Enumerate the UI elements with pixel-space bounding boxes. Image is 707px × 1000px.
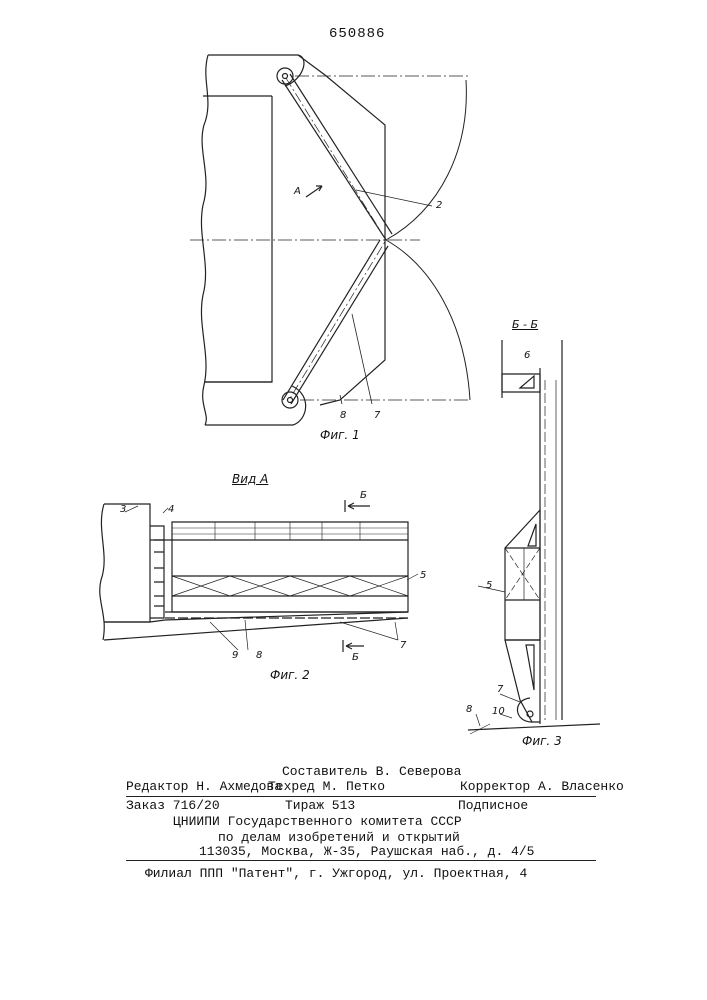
fig1-callout-8: 8 — [340, 410, 346, 421]
colophon-rule-top — [126, 796, 596, 797]
fig2-callout-3: 3 — [120, 504, 126, 515]
fig2-break-line — [100, 504, 104, 640]
order-line: Заказ 716/20 — [126, 798, 220, 813]
techred-line: Техред М. Петко — [268, 779, 385, 794]
fig3-lower-leg — [505, 640, 540, 722]
fig3-callout-8: 8 — [466, 704, 472, 715]
circulation-line: Тираж 513 — [285, 798, 355, 813]
fig2-section-top — [345, 500, 370, 512]
fig2-callout-8: 8 — [256, 650, 262, 661]
branch-line: Филиал ППП "Патент", г. Ужгород, ул. Про… — [145, 866, 527, 881]
drawing-sheet — [0, 0, 707, 760]
fig2-callout-5: 5 — [420, 570, 426, 581]
fig2-truss — [172, 576, 408, 596]
fig1-pivot-bottom — [282, 392, 298, 408]
subscription-line: Подписное — [458, 798, 528, 813]
institute-sub-line: по делам изобретений и открытий — [218, 830, 460, 845]
fig1-inner-frame — [205, 96, 272, 382]
fig1-view-arrow — [306, 186, 322, 197]
fig2-section-bottom — [343, 640, 364, 652]
institute-line: ЦНИИПИ Государственного комитета СССР — [173, 814, 462, 829]
fig2-callout-4: 4 — [168, 504, 174, 515]
fig2-caption: Фиг. 2 — [270, 668, 310, 682]
fig2-outline — [104, 504, 150, 622]
fig3-callout-10: 10 — [492, 706, 505, 717]
fig2-view-title: Вид А — [232, 472, 268, 486]
colophon-rule-bottom — [126, 860, 596, 861]
fig3-callout-6: 6 — [524, 350, 530, 361]
fig3-middle-box — [505, 510, 540, 640]
fig2-callout-7: 7 — [400, 640, 406, 651]
fig1-callout-7: 7 — [374, 410, 380, 421]
fig2-section-bottom-label: Б — [352, 652, 359, 663]
fig3-column — [540, 368, 562, 724]
fig3-caption: Фиг. 3 — [522, 734, 562, 748]
compiler-line: Составитель В. Северова — [282, 764, 461, 779]
fig3-callout-7: 7 — [497, 684, 503, 695]
fig1-caption: Фиг. 1 — [320, 428, 360, 442]
fig1-label-a: А — [294, 186, 301, 197]
fig2-callout-9: 9 — [232, 650, 238, 661]
fig1-strut-lower — [283, 240, 388, 404]
fig3-section-title: Б - Б — [512, 318, 538, 331]
fig1-callout-2: 2 — [436, 200, 442, 211]
fig1-bottom-bar — [205, 382, 293, 425]
fig1-top-bar — [203, 55, 298, 96]
fig3-callout-5: 5 — [486, 580, 492, 591]
fig2-section-top-label: Б — [360, 490, 367, 501]
editor-line: Редактор Н. Ахмедова — [126, 779, 282, 794]
address-line: 113035, Москва, Ж-35, Раушская наб., д. … — [199, 844, 534, 859]
corrector-line: Корректор А. Власенко — [460, 779, 624, 794]
